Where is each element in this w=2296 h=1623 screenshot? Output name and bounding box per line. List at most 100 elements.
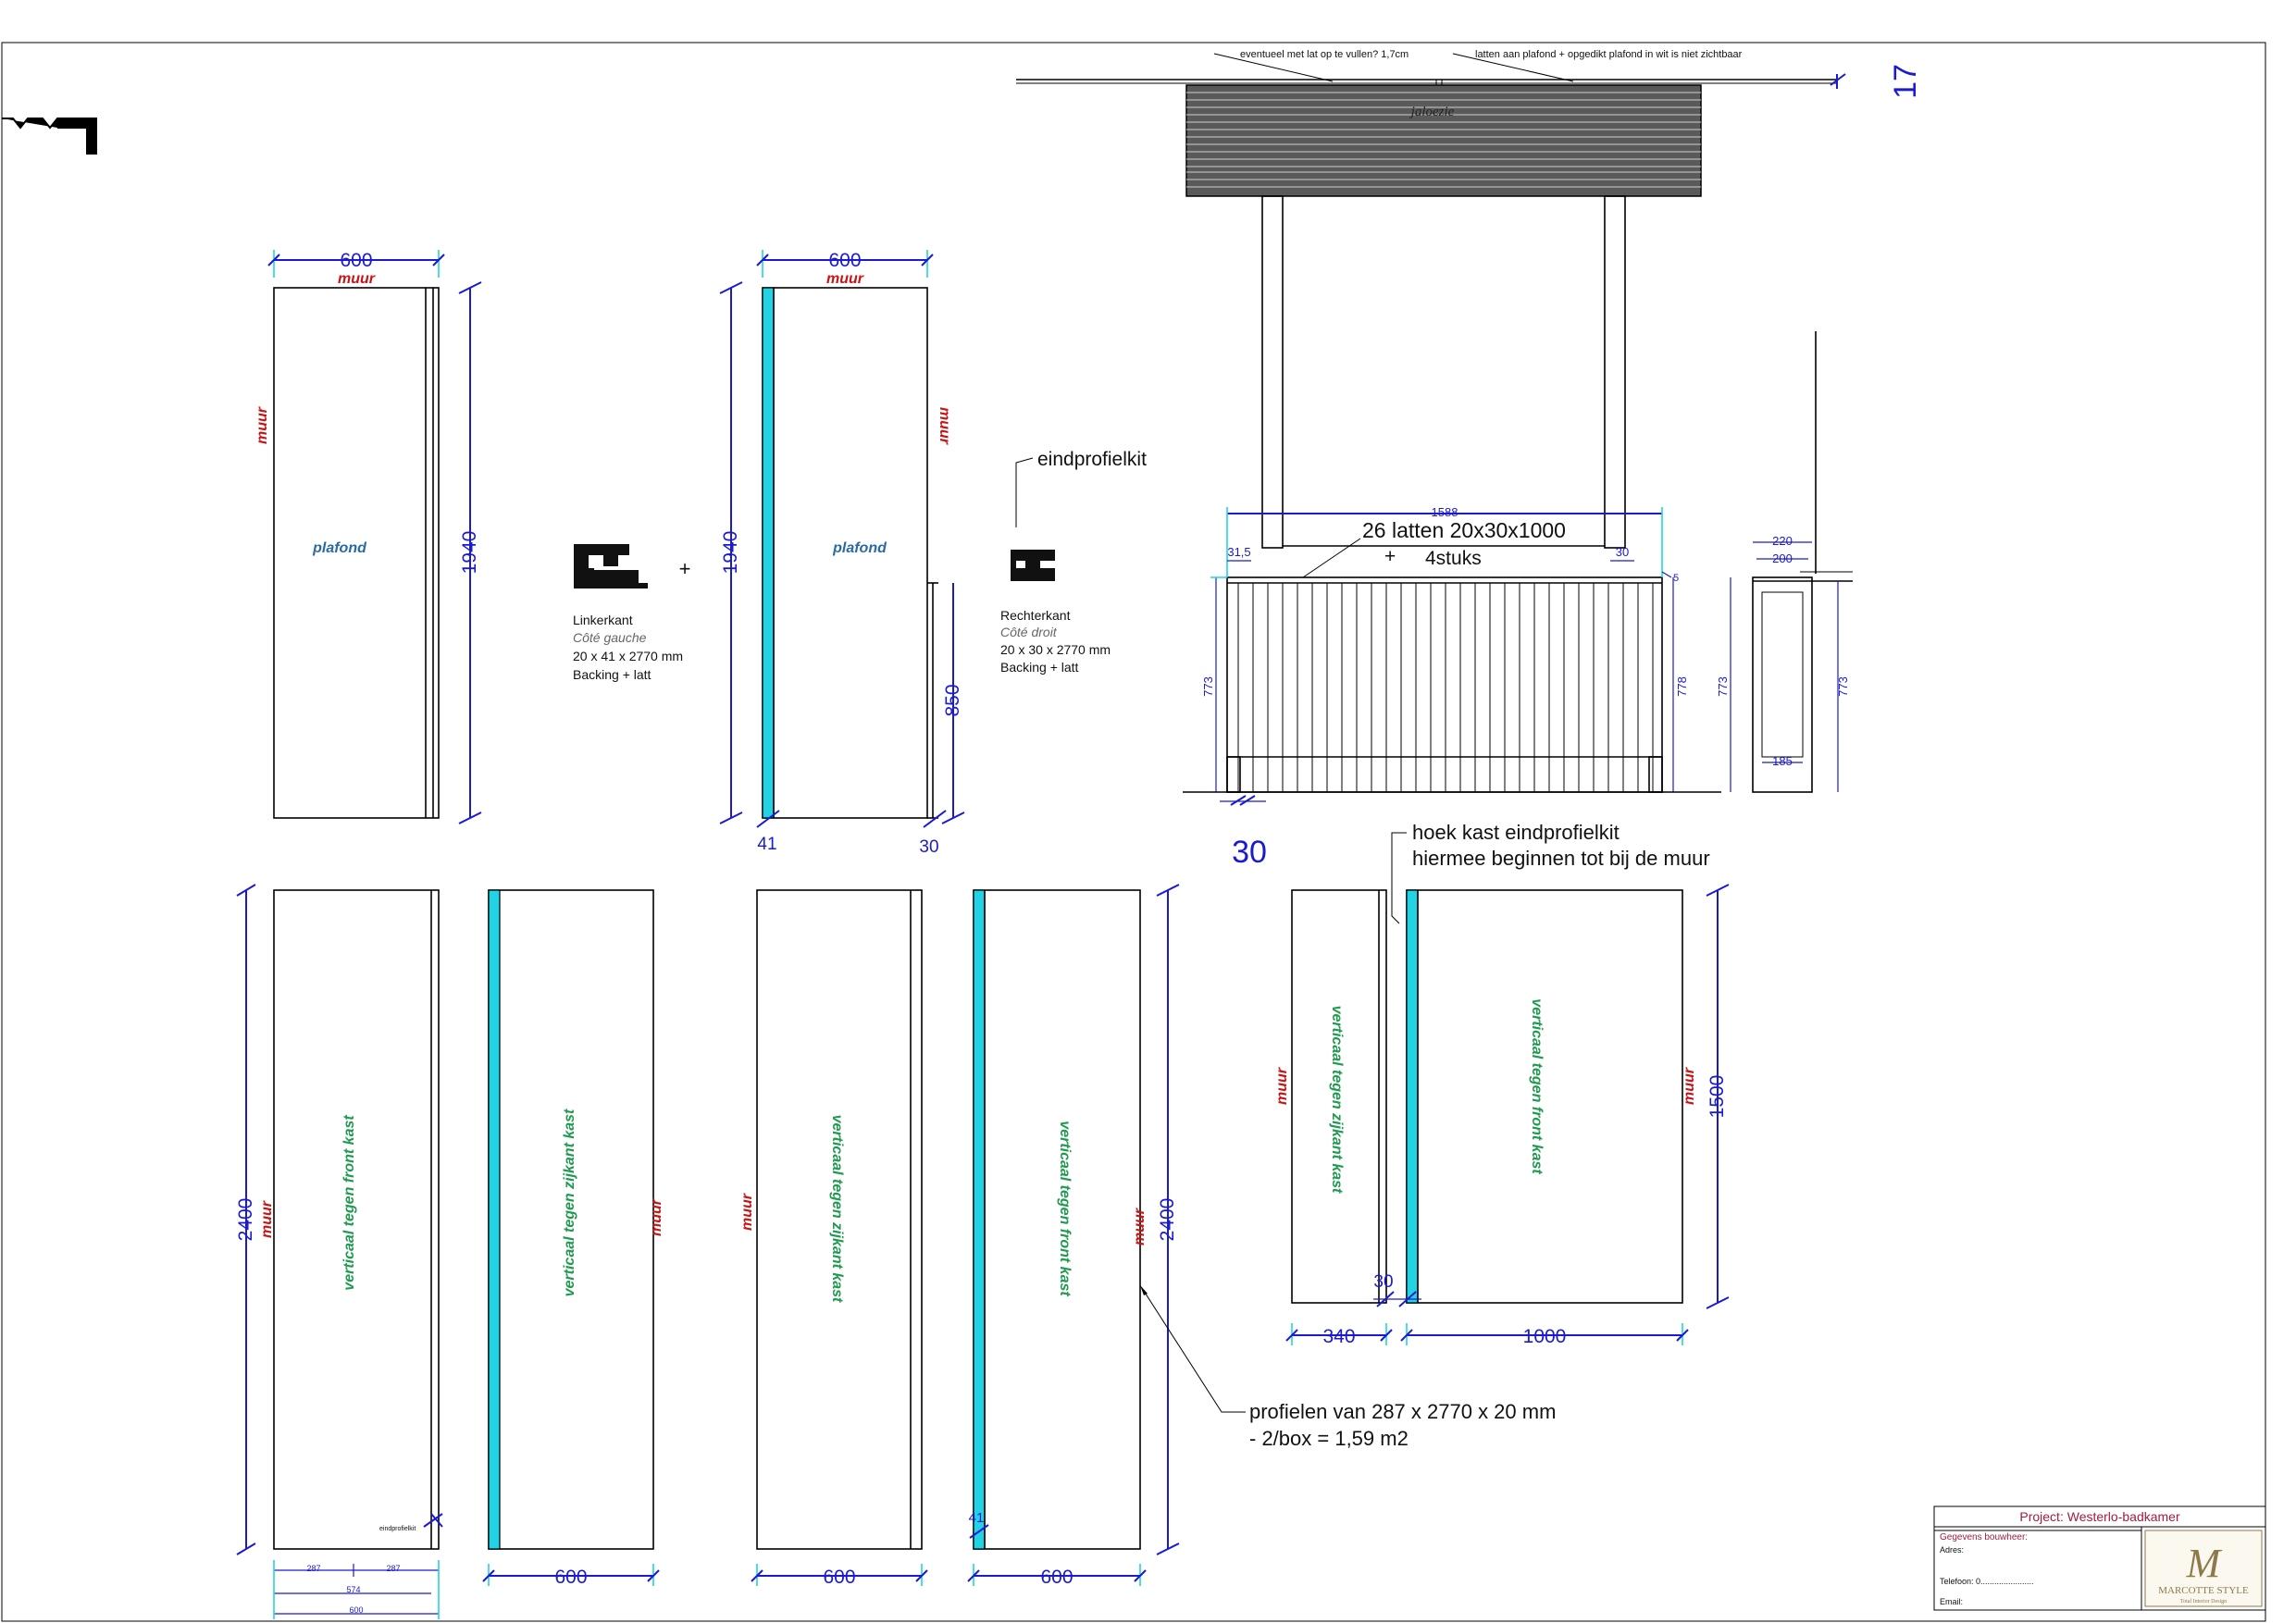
project-title: Project: Westerlo-badkamer (2019, 1509, 2180, 1524)
phone-label: Telefoon: 0....................... (1940, 1577, 2034, 1586)
profile-left-note: Backing + latt (573, 667, 652, 682)
dim-600: 600 (823, 1567, 855, 1588)
dim-41: 41 (757, 835, 776, 854)
dim-1500: 1500 (1706, 1075, 1728, 1119)
profiles-note-2: - 2/box = 1,59 m2 (1249, 1427, 1409, 1450)
wall-panel-c-outline (756, 889, 923, 1550)
wall-panel-c: muur verticaal tegen zijkant kast 600 (739, 889, 928, 1588)
ceiling-label: plafond (832, 540, 887, 556)
ceiling-plan-left: 600 muur 1940 muur plafond (254, 250, 482, 824)
profile-left-fr: Côté gauche (573, 630, 647, 645)
dim-185: 185 (1772, 754, 1793, 768)
owner-heading: Gegevens bouwheer: (1940, 1532, 2028, 1542)
corner-panel-small (1291, 889, 1387, 1304)
panel-note: verticaal tegen zijkant kast (1329, 1006, 1345, 1194)
dim-30: 30 (1373, 1272, 1393, 1292)
wall-label: muur (259, 1200, 275, 1238)
radiator-cover-elevation: 1588 31,5 30 5 26 latten 20x30x1000 + 4s… (1183, 505, 1721, 870)
dim-287: 287 (386, 1564, 400, 1573)
corner-wall-symbol (2, 118, 97, 155)
ceiling-plan-right: 600 muur 1940 850 muur 41 30 plafond (719, 250, 965, 857)
dim-5: 5 (1673, 573, 1679, 584)
radiator-cover-section: 220 200 185 773 773 (1716, 534, 1853, 793)
profile-right-size: 20 x 30 x 2770 mm (1000, 642, 1111, 657)
ceiling-label: plafond (312, 540, 367, 556)
profile-right: eindprofielkit Rechterkant Côté droit 20… (1000, 449, 1147, 675)
leader-line (1015, 457, 1034, 527)
profile-left: Linkerkant Côté gauche 20 x 41 x 2770 mm… (573, 544, 690, 682)
profile-right-fr: Côté droit (1000, 625, 1058, 639)
wall-panel-b: verticaal tegen zijkant kast muur 600 (482, 889, 664, 1588)
dim-220: 220 (1772, 534, 1793, 548)
wall-label: muur (826, 271, 864, 287)
panel-note: verticaal tegen front kast (1529, 998, 1545, 1174)
latten (1237, 583, 1654, 792)
dim-773: 773 (1836, 676, 1850, 697)
sheet-border (1, 42, 2266, 1622)
top-note-1: eventueel met lat op te vullen? 1,7cm (1240, 49, 1409, 60)
latten-note-2: 4stuks (1425, 548, 1482, 569)
dim-2400: 2400 (1157, 1198, 1178, 1242)
jaloezie-elevation: 17 eventueel met lat op te vullen? 1,7cm… (1016, 49, 1923, 574)
logo-name: MARCOTTE STYLE (2158, 1585, 2249, 1596)
jaloezie-label: jaloezie (1409, 105, 1455, 119)
latten-note-plus: + (1384, 546, 1396, 567)
dim-30-large: 30 (1232, 835, 1267, 870)
dim-574: 574 (346, 1585, 360, 1594)
dim-41: 41 (969, 1510, 985, 1526)
logo (2144, 1530, 2263, 1607)
profiles-note-1: profielen van 287 x 2770 x 20 mm (1249, 1400, 1556, 1423)
small-note: eindprofielkit (379, 1526, 416, 1532)
jaloezie-block (1185, 84, 1702, 197)
dim-17: 17 (1888, 64, 1923, 99)
frame-post-right (1604, 195, 1626, 549)
profile-right-name: Rechterkant (1000, 608, 1071, 623)
profile-left-name: Linkerkant (573, 613, 633, 627)
dim-600: 600 (828, 250, 861, 271)
corner-note-1: hoek kast eindprofielkit (1412, 821, 1620, 844)
dim-287: 287 (306, 1564, 320, 1573)
dim-1588: 1588 (1432, 505, 1458, 519)
dim-1940: 1940 (459, 531, 480, 575)
logo-tagline: Total Interior Design (2180, 1599, 2227, 1604)
profile-left-size: 20 x 41 x 2770 mm (573, 649, 683, 663)
wall-label: muur (1274, 1067, 1290, 1105)
wall-panel-d-outline (973, 889, 1141, 1550)
frame-post-left (1261, 195, 1284, 549)
wall-label: muur (1132, 1208, 1148, 1245)
dim-600: 600 (340, 250, 372, 271)
dim-30: 30 (919, 837, 938, 857)
dim-778: 778 (1675, 676, 1689, 697)
dim-850: 850 (942, 684, 963, 716)
corner-note-2: hiermee beginnen tot bij de muur (1412, 847, 1710, 870)
dim-773: 773 (1201, 676, 1215, 697)
radiator-frame (1226, 576, 1663, 793)
panel-note: verticaal tegen zijkant kast (829, 1115, 845, 1303)
wall-label: muur (1682, 1067, 1697, 1105)
panel-note: verticaal tegen front kast (1057, 1121, 1073, 1296)
corner-layout: muur verticaal tegen zijkant kast vertic… (1274, 821, 1730, 1347)
dim-1000: 1000 (1523, 1326, 1567, 1347)
dim-31-5: 31,5 (1227, 545, 1250, 559)
dim-600: 600 (554, 1567, 587, 1588)
panel-note: verticaal tegen zijkant kast (562, 1109, 577, 1296)
cyan-profile-strip (762, 287, 775, 819)
eindprofielkit-label: eindprofielkit (1037, 449, 1147, 470)
wall-panel-d: verticaal tegen front kast muur 2400 41 … (967, 884, 1556, 1588)
wall-label: muur (937, 407, 952, 445)
dim-773: 773 (1716, 676, 1730, 697)
wall-label: muur (739, 1193, 755, 1231)
wall-label: muur (649, 1198, 664, 1236)
section-outline (1752, 576, 1813, 793)
profile-left-icon (574, 544, 648, 588)
wall-panel-a-outline (273, 889, 440, 1550)
top-note-2: latten aan plafond + opgedikt plafond in… (1475, 49, 1743, 60)
title-block: Project: Westerlo-badkamer Gegevens bouw… (1933, 1505, 2266, 1611)
email-label: Email: (1940, 1597, 1963, 1606)
address-label: Adres: (1940, 1545, 1964, 1555)
panel-note: verticaal tegen front kast (341, 1115, 357, 1291)
plus-sign: + (679, 557, 691, 580)
dim-340: 340 (1322, 1326, 1355, 1347)
wall-label: muur (338, 271, 376, 287)
